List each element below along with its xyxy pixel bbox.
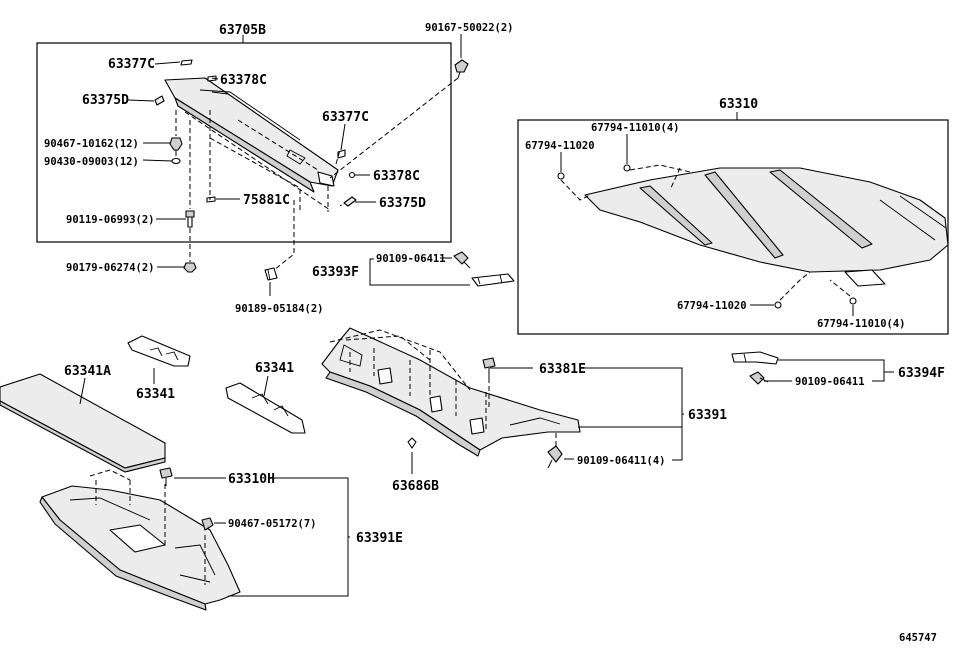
clip-67794-11010-lower[interactable] <box>849 297 857 305</box>
bracket-63341-upper[interactable] <box>127 335 191 367</box>
screw-90109-06411-right[interactable] <box>749 371 769 385</box>
screw-90109-06411-upper[interactable] <box>453 251 471 269</box>
group-box-63310 <box>517 112 949 335</box>
package-tray-shelf[interactable] <box>164 77 339 193</box>
label-63391: 63391 <box>688 408 727 423</box>
screw-90119-06993[interactable] <box>185 210 195 228</box>
side-trim-63391[interactable] <box>321 327 581 457</box>
label-90189-05184: 90189-05184(2) <box>235 303 324 315</box>
label-63377c-right: 63377C <box>322 110 369 125</box>
clip-63377c-left[interactable] <box>180 59 193 66</box>
roof-headliner-63310[interactable] <box>584 167 949 287</box>
label-63391e: 63391E <box>356 531 403 546</box>
label-63377c-left: 63377C <box>108 57 155 72</box>
label-90109-06411-upper: 90109-06411 <box>376 253 446 265</box>
label-63375d-right: 63375D <box>379 196 426 211</box>
label-90109-06411-lower: 90109-06411(4) <box>577 455 666 467</box>
bracket-63393f[interactable] <box>471 273 515 287</box>
part-75881c[interactable] <box>206 196 216 203</box>
bolt-90467-10162[interactable] <box>169 137 183 156</box>
clip-63310h[interactable] <box>159 467 173 486</box>
label-63341a: 63341A <box>64 364 111 379</box>
label-90467-05172: 90467-05172(7) <box>228 518 317 530</box>
label-90119-06993: 90119-06993(2) <box>66 214 155 226</box>
clip-63686b[interactable] <box>407 437 417 449</box>
label-63310h: 63310H <box>228 472 275 487</box>
nut-90467-05172[interactable] <box>201 517 214 531</box>
cover-63375d-right[interactable] <box>343 196 357 207</box>
label-75881c: 75881C <box>243 193 290 208</box>
bracket-63341-lower[interactable] <box>225 382 306 434</box>
label-63375d-left: 63375D <box>82 93 129 108</box>
clip-63378c-right[interactable] <box>348 171 356 179</box>
label-63705b: 63705B <box>219 23 266 38</box>
group-box-63705b <box>36 35 452 243</box>
label-63686b: 63686B <box>392 479 439 494</box>
figure-number: 645747 <box>899 632 937 644</box>
nut-90179-06274[interactable] <box>183 262 197 273</box>
label-63310: 63310 <box>719 97 758 112</box>
label-67794-11010-lower: 67794-11010(4) <box>817 318 906 330</box>
label-90109-06411-right: 90109-06411 <box>795 376 865 388</box>
label-67794-11020-upper: 67794-11020 <box>525 140 595 152</box>
label-90430-09003: 90430-09003(12) <box>44 156 139 168</box>
label-63341-upper: 63341 <box>136 387 175 402</box>
label-63393f: 63393F <box>312 265 359 280</box>
trim-panel-63341a[interactable] <box>0 373 166 473</box>
bolt-90167-50022[interactable] <box>454 59 469 79</box>
label-67794-11020-lower: 67794-11020 <box>677 300 747 312</box>
washer-90430[interactable] <box>171 157 181 165</box>
cover-63375d-left[interactable] <box>154 95 165 106</box>
label-63378c-right: 63378C <box>373 169 420 184</box>
label-90167-50022: 90167-50022(2) <box>425 22 514 34</box>
clip-67794-11010-upper[interactable] <box>623 164 631 172</box>
group-frame-63705b <box>36 42 452 243</box>
label-90467-10162: 90467-10162(12) <box>44 138 139 150</box>
clip-67794-11020-upper[interactable] <box>557 172 565 180</box>
label-63394f: 63394F <box>898 366 945 381</box>
clip-63381e[interactable] <box>482 357 496 378</box>
group-frame-63310 <box>517 119 949 335</box>
clip-90189-05184[interactable] <box>264 267 278 281</box>
clip-67794-11020-lower[interactable] <box>774 301 782 309</box>
label-67794-11010-upper: 67794-11010(4) <box>591 122 680 134</box>
label-63381e: 63381E <box>539 362 586 377</box>
label-63341-lower: 63341 <box>255 361 294 376</box>
floor-trim-63391e[interactable] <box>39 485 241 611</box>
screw-90109-06411-lower[interactable] <box>547 445 563 469</box>
label-63378c-left: 63378C <box>220 73 267 88</box>
label-90179-06274: 90179-06274(2) <box>66 262 155 274</box>
bracket-63394f[interactable] <box>731 351 779 365</box>
